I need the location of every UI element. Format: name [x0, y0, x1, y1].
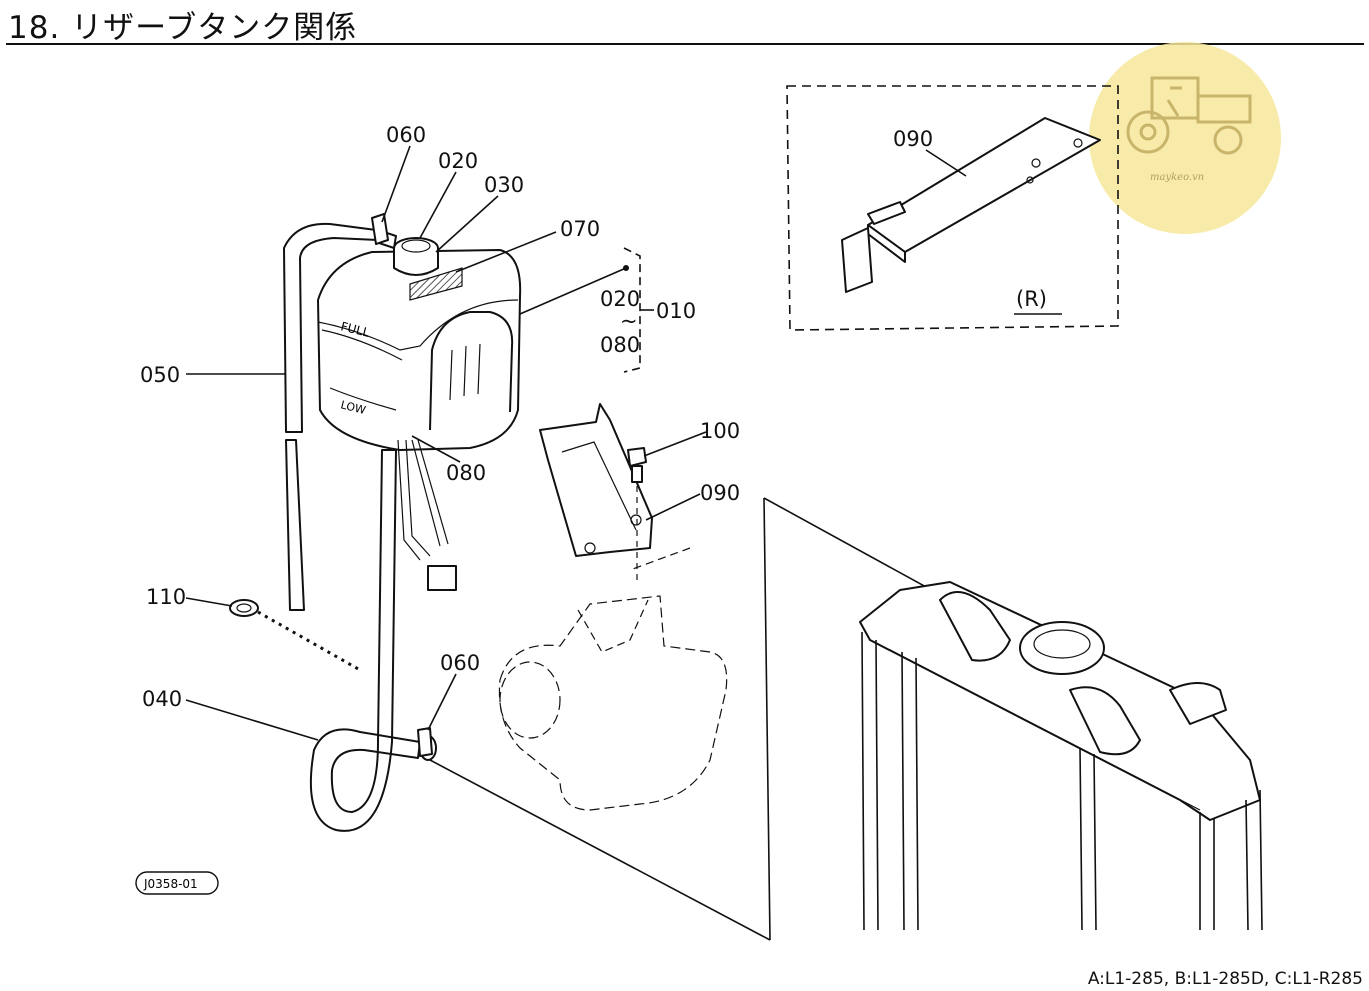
callout-050: 050 — [140, 363, 180, 387]
inset-r-label: (R) — [1016, 287, 1047, 311]
radiator-view — [429, 497, 1263, 941]
hose-040 — [309, 449, 437, 832]
callout-080: 080 — [446, 461, 486, 485]
clip-060-top — [371, 213, 389, 245]
callout-110: 110 — [146, 585, 186, 609]
callout-060-top: 060 — [386, 123, 426, 147]
callout-060-bottom: 060 — [440, 651, 480, 675]
leader-090-inset — [925, 149, 967, 177]
model-footer: A:L1-285, B:L1-285D, C:L1-R285 — [1087, 969, 1363, 989]
watermark-text: maykeo.vn — [1150, 172, 1204, 183]
callout-080-range: 080 — [600, 333, 640, 357]
engine-housing — [498, 547, 728, 811]
callout-range-tilde: ~ — [620, 309, 638, 333]
callout-010: 010 — [656, 299, 696, 323]
leader-lines — [185, 145, 707, 741]
page-title: 18. リザーブタンク関係 — [8, 10, 358, 46]
bolt-100 — [627, 447, 647, 580]
chain-110 — [229, 599, 361, 672]
bracket-090 — [539, 403, 653, 557]
title-rule — [6, 43, 1364, 45]
callout-090: 090 — [700, 481, 740, 505]
clip-060-bottom — [417, 727, 433, 757]
callout-020-range: 020 — [600, 287, 640, 311]
drawing-code-text: J0358-01 — [143, 877, 198, 891]
callout-070: 070 — [560, 217, 600, 241]
callouts: 060 020 030 070 020 010 ~ 080 050 080 10… — [140, 123, 740, 711]
callout-040: 040 — [142, 687, 182, 711]
inset-frame: (R) 090 — [786, 85, 1119, 331]
tank-full-label: FULL — [339, 319, 371, 340]
callout-020-cap: 020 — [438, 149, 478, 173]
callout-090-inset: 090 — [893, 127, 933, 151]
tank-low-label: LOW — [339, 398, 367, 417]
bracket-r — [841, 117, 1101, 293]
tractor-icon — [1126, 76, 1252, 155]
reserve-tank: FULL LOW — [317, 229, 522, 591]
callout-100: 100 — [700, 419, 740, 443]
connector — [427, 565, 457, 591]
drawing-code: J0358-01 — [135, 871, 219, 895]
callout-030: 030 — [484, 173, 524, 197]
watermark-logo: maykeo.vn — [1089, 42, 1281, 234]
